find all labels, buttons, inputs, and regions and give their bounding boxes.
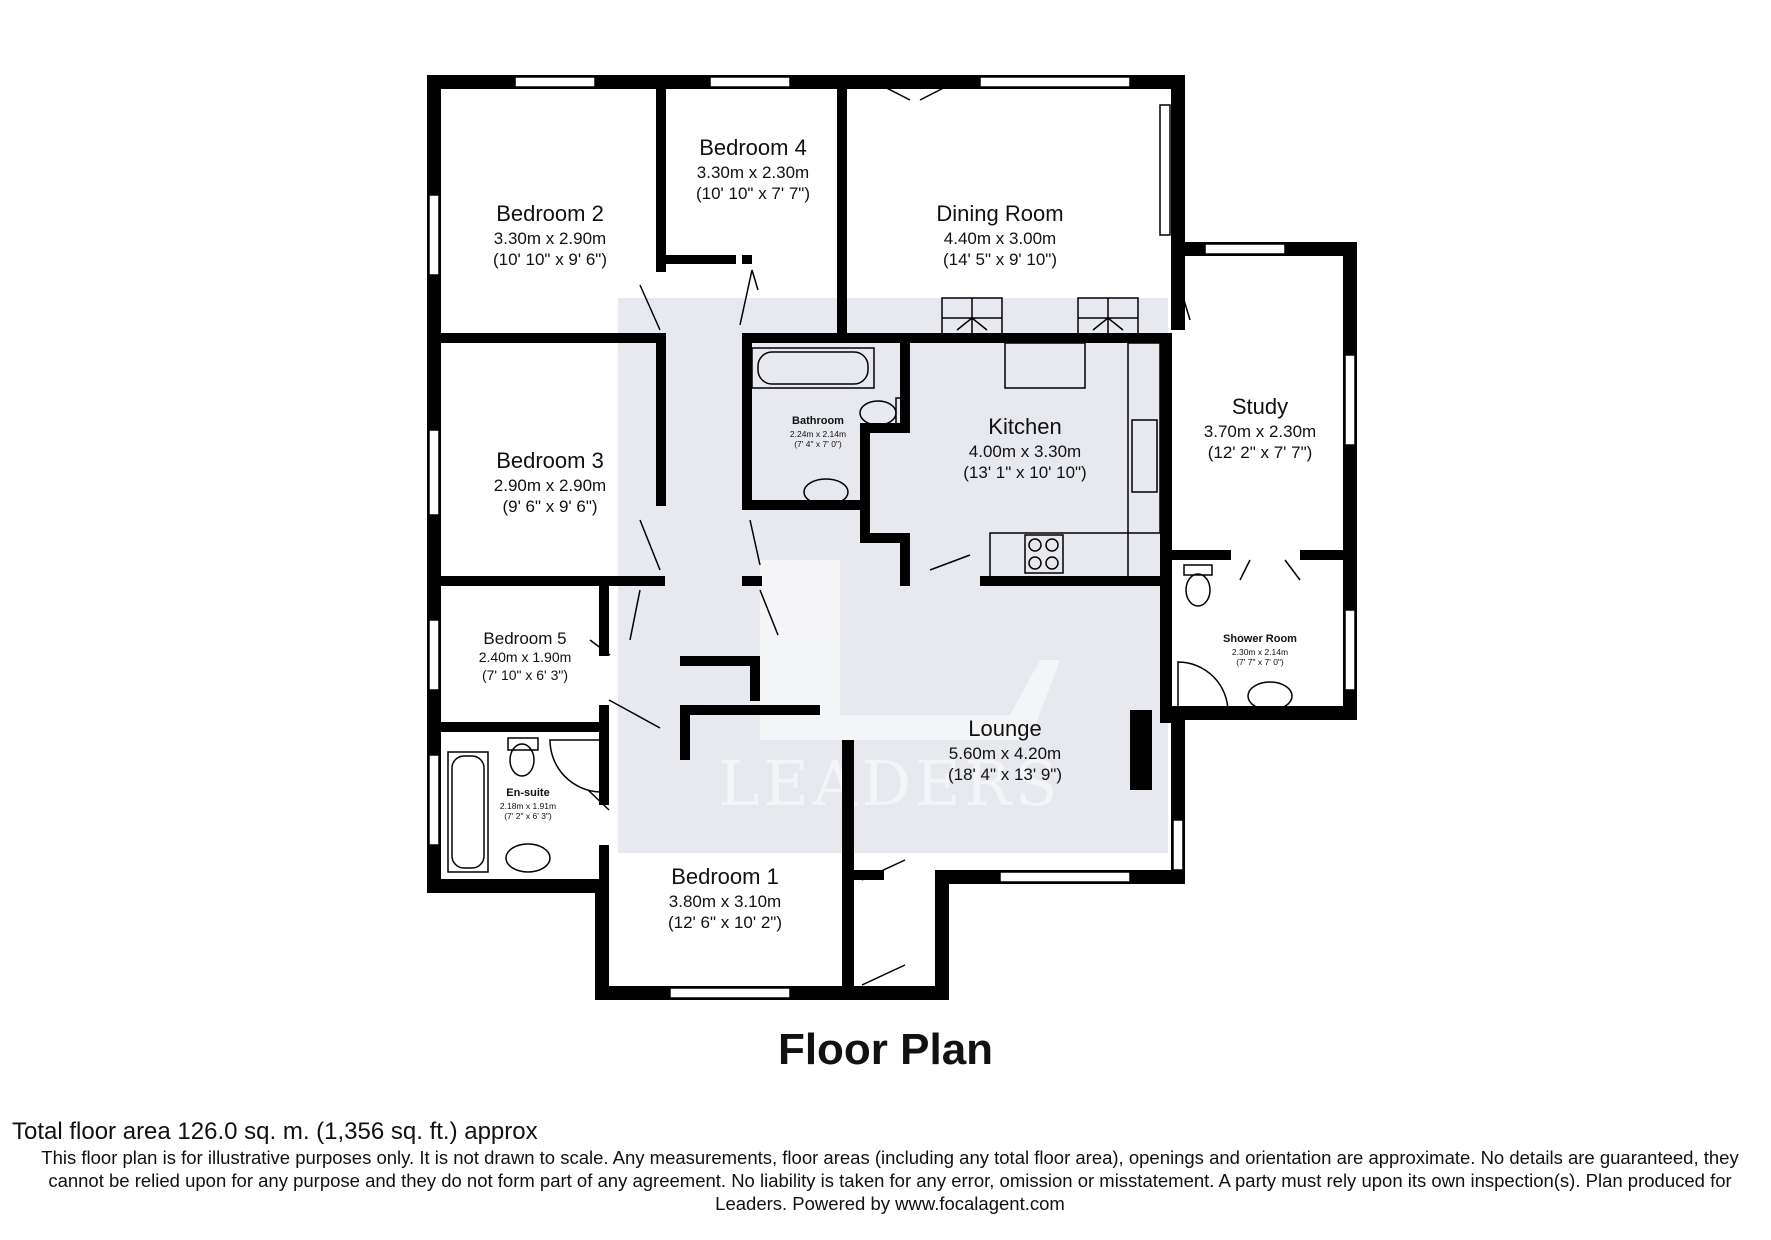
interior-walls	[441, 89, 1350, 990]
room-dimensions-imperial: (12' 6" x 10' 2")	[667, 912, 782, 932]
room-dimensions-metric: 2.40m x 1.90m	[478, 649, 572, 666]
room-dimensions-metric: 3.30m x 2.30m	[696, 162, 810, 182]
room-dimensions-metric: 2.18m x 1.91m	[499, 800, 557, 811]
room-dimensions-imperial: (7' 10" x 6' 3")	[481, 666, 569, 683]
room-study: Study 3.70m x 2.30m (12' 2" x 7' 7")	[1180, 393, 1340, 463]
room-name: Bedroom 1	[671, 864, 779, 889]
room-name: Kitchen	[988, 414, 1062, 439]
room-dining-room: Dining Room 4.40m x 3.00m (14' 5" x 9' 1…	[900, 200, 1100, 270]
room-dimensions-metric: 2.30m x 2.14m	[1231, 646, 1289, 657]
disclaimer-text: This floor plan is for illustrative purp…	[41, 1147, 1739, 1214]
room-dimensions-metric: 4.40m x 3.00m	[943, 228, 1057, 248]
room-dimensions-metric: 2.90m x 2.90m	[493, 475, 607, 495]
room-bedroom-3: Bedroom 3 2.90m x 2.90m (9' 6" x 9' 6")	[445, 447, 655, 517]
room-dimensions-metric: 2.24m x 2.14m	[789, 428, 847, 439]
room-name: Bedroom 5	[483, 629, 567, 648]
room-shower-room: Shower Room 2.30m x 2.14m (7' 7" x 7' 0"…	[1200, 633, 1320, 668]
room-name: En-suite	[506, 787, 550, 799]
room-name: Study	[1231, 394, 1289, 419]
room-name: Dining Room	[936, 201, 1064, 226]
room-bedroom-2: Bedroom 2 3.30m x 2.90m (10' 10" x 9' 6"…	[445, 200, 655, 270]
room-name: Shower Room	[1223, 633, 1297, 645]
bathroom-fixtures	[447, 347, 1293, 873]
room-dimensions-imperial: (18' 4" x 13' 9")	[947, 764, 1062, 784]
room-en-suite: En-suite 2.18m x 1.91m (7' 2" x 6' 3")	[488, 787, 568, 822]
room-dimensions-metric: 3.30m x 2.90m	[493, 228, 607, 248]
svg-text:LEADERS: LEADERS	[718, 747, 1061, 820]
room-name: Bedroom 2	[496, 201, 604, 226]
windows	[428, 76, 1356, 999]
room-dimensions-metric: 3.70m x 2.30m	[1203, 421, 1317, 441]
room-dimensions-imperial: (13' 1" x 10' 10")	[963, 462, 1087, 482]
total-floor-area: Total floor area 126.0 sq. m. (1,356 sq.…	[12, 1118, 538, 1145]
room-name: Lounge	[968, 716, 1042, 741]
floor-shading	[618, 298, 1168, 853]
room-dimensions-imperial: (7' 4" x 7' 0")	[794, 439, 842, 450]
room-name: Bedroom 3	[496, 448, 604, 473]
room-kitchen: Kitchen 4.00m x 3.30m (13' 1" x 10' 10")	[925, 413, 1125, 483]
room-dimensions-imperial: (9' 6" x 9' 6")	[502, 496, 598, 516]
room-name: Bathroom	[792, 415, 844, 427]
room-dimensions-metric: 5.60m x 4.20m	[948, 743, 1062, 763]
kitchen-units	[941, 297, 1161, 579]
room-bedroom-4: Bedroom 4 3.30m x 2.30m (10' 10" x 7' 7"…	[668, 134, 838, 204]
room-dimensions-imperial: (14' 5" x 9' 10")	[942, 249, 1057, 269]
room-bedroom-1: Bedroom 1 3.80m x 3.10m (12' 6" x 10' 2"…	[620, 863, 830, 933]
leaders-watermark-logo: LEADERS	[718, 560, 1061, 820]
room-lounge: Lounge 5.60m x 4.20m (18' 4" x 13' 9")	[900, 715, 1110, 785]
room-dimensions-imperial: (7' 7" x 7' 0")	[1236, 657, 1284, 668]
room-name: Bedroom 4	[699, 135, 807, 160]
room-dimensions-metric: 4.00m x 3.30m	[968, 441, 1082, 461]
room-dimensions-imperial: (10' 10" x 9' 6")	[492, 249, 607, 269]
floor-plan-title: Floor Plan	[777, 1025, 994, 1074]
door-swings	[587, 76, 1301, 986]
room-bedroom-5: Bedroom 5 2.40m x 1.90m (7' 10" x 6' 3")	[450, 628, 600, 684]
room-dimensions-imperial: (10' 10" x 7' 7")	[695, 183, 810, 203]
room-bathroom: Bathroom 2.24m x 2.14m (7' 4" x 7' 0")	[768, 415, 868, 450]
room-dimensions-imperial: (12' 2" x 7' 7")	[1207, 442, 1313, 462]
room-dimensions-imperial: (7' 2" x 6' 3")	[504, 811, 552, 822]
room-dimensions-metric: 3.80m x 3.10m	[668, 891, 782, 911]
